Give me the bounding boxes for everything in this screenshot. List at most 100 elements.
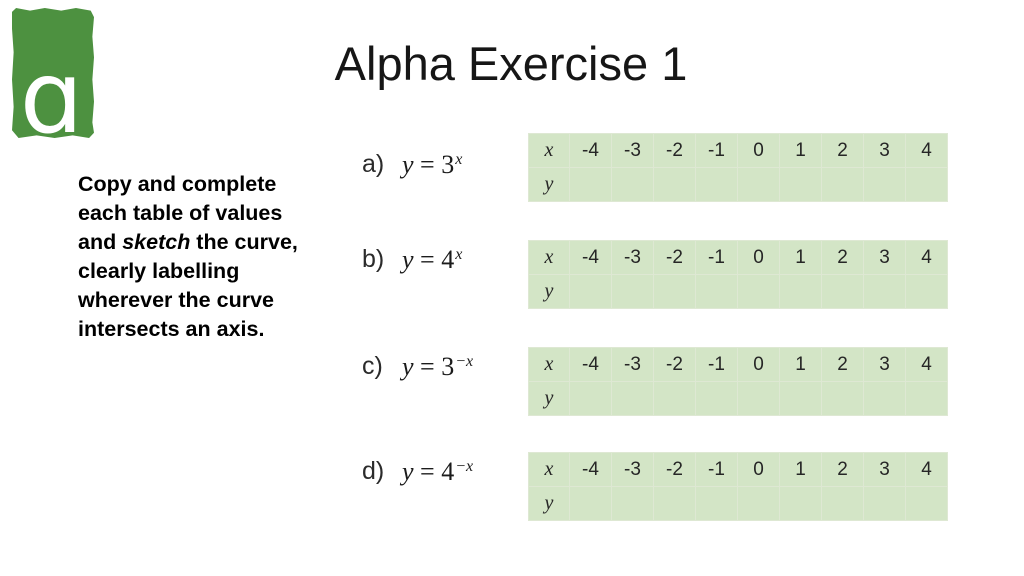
table-row-y: y	[528, 381, 948, 416]
instructions-segment: and	[78, 230, 123, 254]
x-value-cell: -3	[611, 452, 654, 487]
exercise-equation: y = 4−x	[402, 457, 473, 487]
equation-variable: y	[402, 150, 414, 179]
x-value-cell: 4	[905, 240, 948, 275]
y-value-cell	[695, 274, 738, 309]
instructions-segment: the curve,	[190, 230, 298, 254]
y-label-cell: y	[528, 486, 570, 521]
x-value-cell: 4	[905, 133, 948, 168]
y-value-cell	[821, 167, 864, 202]
x-value-cell: -1	[695, 347, 738, 382]
y-value-cell	[569, 274, 612, 309]
x-value-cell: -3	[611, 133, 654, 168]
instructions-line: intersects an axis.	[78, 315, 348, 344]
equation-variable: y	[402, 457, 414, 486]
y-value-cell	[737, 381, 780, 416]
y-value-cell	[779, 167, 822, 202]
x-value-cell: 2	[821, 133, 864, 168]
equation-base: 3	[441, 352, 455, 381]
exercise-equation: y = 3−x	[402, 352, 474, 382]
x-value-cell: -1	[695, 133, 738, 168]
exercise-label: b)	[362, 245, 385, 273]
x-value-cell: 3	[863, 240, 906, 275]
table-row-y: y	[528, 486, 948, 521]
y-value-cell	[611, 167, 654, 202]
y-value-cell	[569, 381, 612, 416]
x-value-cell: 2	[821, 240, 864, 275]
page-title: Alpha Exercise 1	[334, 37, 688, 90]
y-value-cell	[905, 381, 948, 416]
y-value-cell	[569, 486, 612, 521]
x-value-cell: 3	[863, 452, 906, 487]
y-value-cell	[653, 274, 696, 309]
x-value-cell: -1	[695, 240, 738, 275]
x-value-cell: -3	[611, 240, 654, 275]
y-value-cell	[569, 167, 612, 202]
x-value-cell: -4	[569, 133, 612, 168]
y-value-cell	[863, 274, 906, 309]
y-value-cell	[737, 274, 780, 309]
x-value-cell: -4	[569, 240, 612, 275]
y-value-cell	[611, 381, 654, 416]
instructions-line: Copy and complete	[78, 170, 348, 199]
equation-equals: =	[413, 457, 442, 486]
x-value-cell: 1	[779, 240, 822, 275]
equation-base: 4	[441, 245, 455, 274]
instructions-segment: Copy and complete	[78, 172, 277, 196]
equation-variable: y	[402, 245, 414, 274]
x-value-cell: 0	[737, 240, 780, 275]
instructions-segment: clearly labelling	[78, 259, 240, 283]
equation-equals: =	[413, 245, 442, 274]
y-value-cell	[779, 486, 822, 521]
equation-equals: =	[413, 150, 442, 179]
y-value-cell	[653, 167, 696, 202]
instructions-italic-word: sketch	[122, 230, 191, 254]
y-value-cell	[905, 274, 948, 309]
x-value-cell: -2	[653, 347, 696, 382]
x-value-cell: -1	[695, 452, 738, 487]
x-label-cell: x	[528, 452, 570, 487]
y-value-cell	[821, 381, 864, 416]
equation-exponent: −x	[455, 353, 474, 370]
y-value-cell	[779, 274, 822, 309]
x-value-cell: 2	[821, 452, 864, 487]
y-value-cell	[863, 381, 906, 416]
y-value-cell	[611, 274, 654, 309]
x-value-cell: -2	[653, 452, 696, 487]
x-value-cell: 1	[779, 452, 822, 487]
x-value-cell: 1	[779, 347, 822, 382]
y-value-cell	[779, 381, 822, 416]
exercise-equation: y = 3x	[402, 150, 463, 180]
x-label-cell: x	[528, 347, 570, 382]
y-value-cell	[611, 486, 654, 521]
x-value-cell: 3	[863, 347, 906, 382]
equation-exponent: x	[455, 246, 463, 263]
equation-equals: =	[413, 352, 442, 381]
x-value-cell: -4	[569, 347, 612, 382]
equation-variable: y	[402, 352, 414, 381]
y-label-cell: y	[528, 274, 570, 309]
x-value-cell: 2	[821, 347, 864, 382]
x-value-cell: -2	[653, 240, 696, 275]
exercise-equation: y = 4x	[402, 245, 463, 275]
y-value-cell	[737, 486, 780, 521]
y-value-cell	[821, 486, 864, 521]
x-value-cell: 0	[737, 133, 780, 168]
y-label-cell: y	[528, 167, 570, 202]
y-value-cell	[695, 381, 738, 416]
y-value-cell	[695, 486, 738, 521]
exercise-label: d)	[362, 457, 385, 485]
equation-exponent: x	[455, 151, 463, 168]
